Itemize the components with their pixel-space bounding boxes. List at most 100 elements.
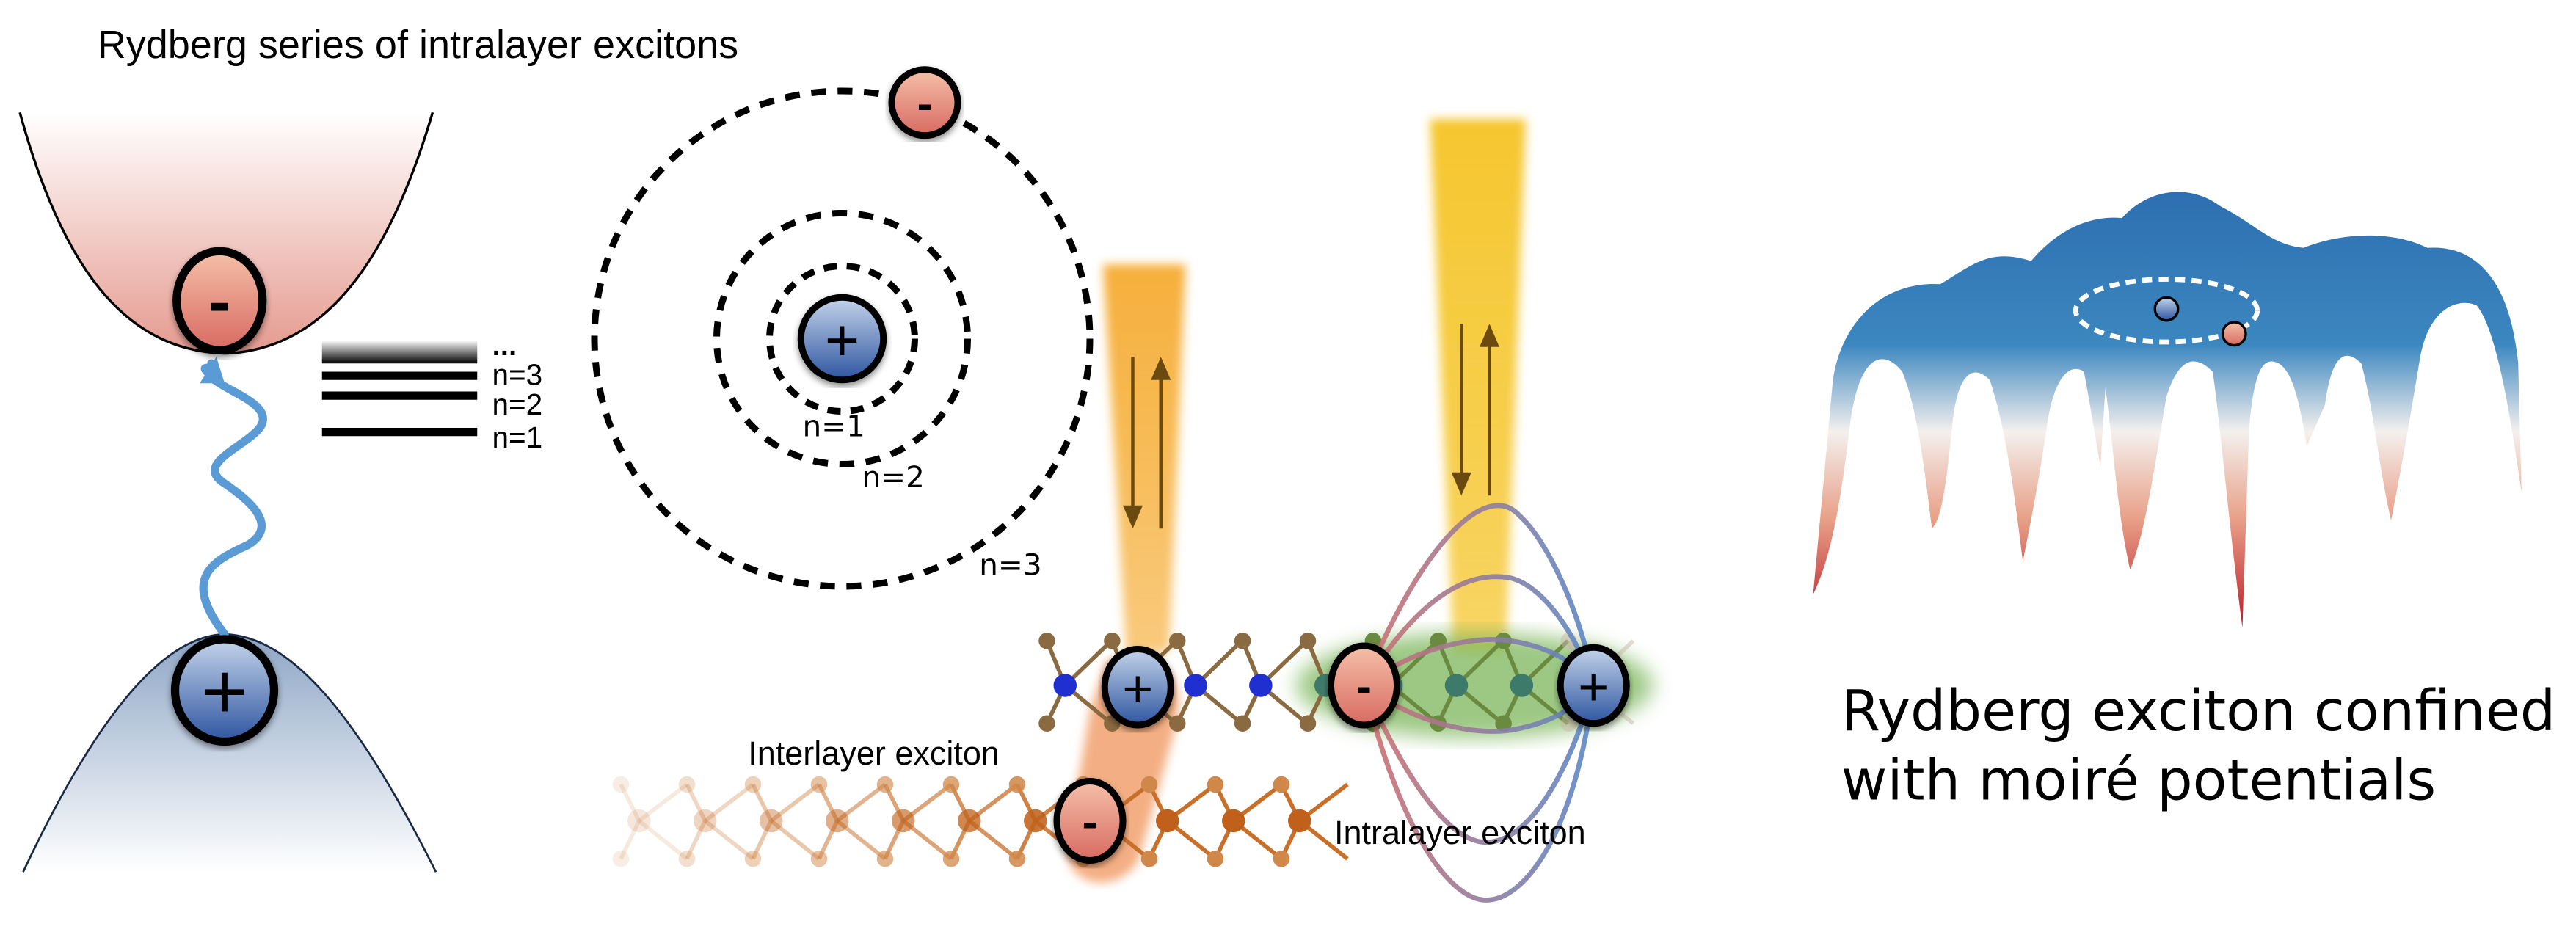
up-arrow-icon: [1151, 357, 1171, 380]
lattice-atom: [1140, 776, 1158, 793]
moire-hole: [2153, 296, 2180, 322]
nucleus-hole: +: [797, 294, 887, 384]
intralayer-electron: -: [1328, 642, 1400, 729]
level-n1: [321, 428, 478, 437]
interlayer-beam-arrows: [1123, 357, 1171, 529]
conduction-electron: -: [172, 247, 267, 354]
interlayer-electron-sign: -: [1083, 796, 1098, 848]
lattice-atom: [744, 776, 762, 793]
moire-caption-line1: Rydberg exciton confined: [1841, 679, 2556, 744]
intralayer-beam-arrows: [1451, 324, 1499, 496]
lattice-atom: [958, 809, 981, 833]
lattice-atom: [810, 776, 828, 793]
interlayer-hole: +: [1101, 646, 1174, 729]
interlayer-electron: -: [1053, 778, 1127, 864]
lattice-atom: [678, 851, 696, 867]
lattice-atom: [810, 851, 828, 867]
lattice-atom: [1038, 633, 1055, 649]
orbit-label-n3: n=3: [979, 547, 1041, 582]
lattice-bond: [770, 819, 821, 861]
lattice-atom: [612, 776, 630, 793]
lattice-atom: [876, 851, 894, 867]
lattice-atom: [1104, 633, 1121, 649]
lattice-atom: [1207, 776, 1224, 793]
photon-wave: [199, 359, 267, 638]
lattice-atom: [744, 851, 762, 867]
valence-hole-sign: +: [201, 647, 247, 735]
orbit-label-n2: n=2: [862, 459, 925, 495]
lattice-bond: [704, 782, 754, 823]
lattice-atom: [1053, 674, 1077, 697]
lattice-atom: [1169, 715, 1186, 732]
conduction-electron-sign: -: [208, 265, 230, 338]
up-arrow-icon: [1480, 324, 1499, 347]
lattice-atom: [760, 809, 783, 833]
orbit-diagram: + - n=1 n=2 n=3: [591, 66, 1094, 590]
lattice-atom: [892, 809, 915, 833]
nucleus-sign: +: [825, 307, 859, 374]
orbit-label-n1: n=1: [803, 408, 865, 443]
orbiting-electron-sign: -: [917, 78, 933, 129]
lattice-atom: [1299, 715, 1317, 732]
lattice-atom: [627, 809, 651, 833]
orbiting-electron: -: [888, 66, 961, 139]
lattice-atom: [1038, 715, 1055, 732]
lattice-bond: [638, 782, 688, 823]
lattice-atom: [1140, 851, 1158, 867]
light-beams: [1103, 119, 1526, 652]
lattice-bond: [704, 819, 754, 861]
moire-confinement-ring: [2073, 277, 2260, 345]
lattice-atom: [942, 851, 960, 867]
continuum-bar: [321, 340, 478, 364]
level-label-n1: n=1: [492, 421, 543, 454]
lattice-atom: [1510, 674, 1534, 697]
orbit-n3: [591, 87, 1094, 590]
interlayer-exciton-label: Interlayer exciton: [748, 735, 1000, 772]
lattice-bond: [619, 783, 641, 822]
lattice-atom: [1207, 851, 1224, 867]
level-label-n2: n=2: [492, 387, 543, 421]
intralayer-electron-sign: -: [1356, 661, 1372, 713]
lattice-atom: [876, 776, 894, 793]
lattice-atom: [1234, 715, 1251, 732]
moire-electron: [2221, 321, 2247, 347]
lattice-atom: [942, 776, 960, 793]
conduction-band-fill: [20, 112, 433, 354]
level-n2: [321, 391, 478, 400]
lattice-atom: [1156, 809, 1179, 833]
continuum-label: ...: [492, 328, 517, 362]
photon-arrowhead-icon: [200, 357, 225, 384]
lattice-bond: [685, 820, 707, 860]
down-arrow-icon: [1123, 505, 1143, 529]
intralayer-exciton-label: Intralayer exciton: [1334, 814, 1586, 851]
valence-band-fill: [23, 634, 436, 873]
lattice-atom: [678, 776, 696, 793]
intralayer-hole: +: [1557, 644, 1630, 727]
lattice-bond: [770, 782, 821, 823]
lower-layer-lattice: [612, 776, 1349, 867]
lattice-atom: [826, 809, 849, 833]
lattice-atom: [1299, 633, 1317, 649]
level-n3: [321, 371, 478, 380]
moire-caption-line2: with moiré potentials: [1841, 748, 2437, 813]
lattice-atom: [694, 809, 717, 833]
lattice-bond: [685, 783, 707, 822]
lattice-bond: [638, 819, 688, 861]
lattice-bond: [751, 783, 774, 822]
orbit-n2: [713, 209, 971, 467]
lattice-atom: [1273, 776, 1290, 793]
lattice-atom: [1444, 674, 1469, 697]
lattice-bond: [619, 820, 641, 860]
lattice-atom: [612, 851, 630, 867]
lattice-bond: [751, 820, 774, 860]
interlayer-hole-sign: +: [1122, 660, 1153, 718]
orbit-n1: [766, 262, 918, 415]
lattice-atom: [1184, 674, 1207, 697]
moire-potential-surface: [1813, 192, 2522, 628]
lattice-atom: [1024, 809, 1047, 833]
lattice-atom: [1008, 776, 1026, 793]
level-label-n3: n=3: [492, 358, 543, 392]
lattice-atom: [1169, 633, 1186, 649]
